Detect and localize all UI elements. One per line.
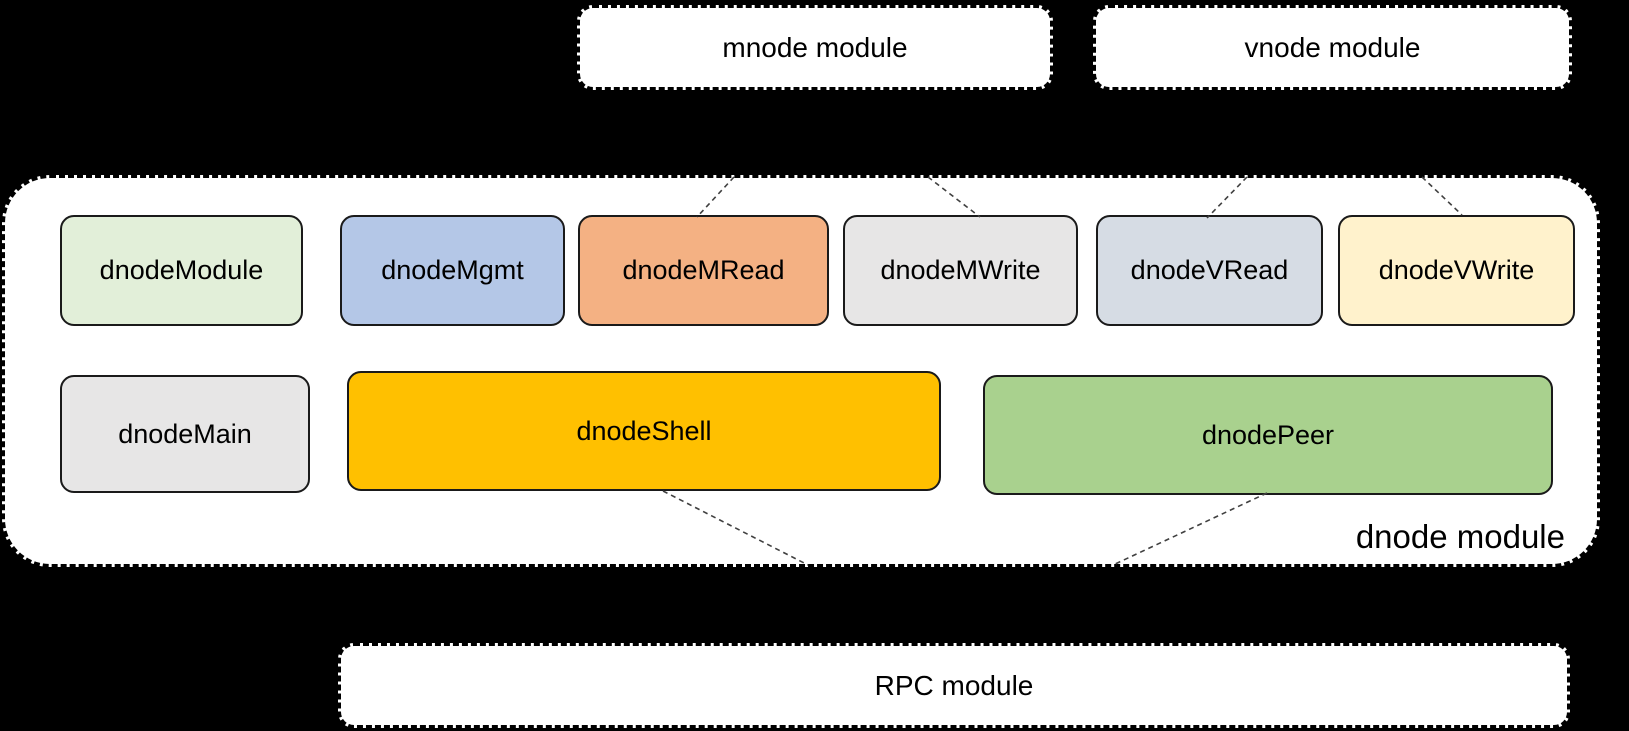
component-dnodepeer: dnodePeer <box>983 375 1553 495</box>
vnode-module-box: vnode module <box>1093 5 1572 90</box>
component-dnodepeer-label: dnodePeer <box>1201 419 1335 450</box>
component-dnodemain: dnodeMain <box>60 375 310 493</box>
dnode-module-container: dnodeModule dnodeMgmt dnodeMRead dnodeMW… <box>2 175 1600 567</box>
component-dnodemwrite: dnodeMWrite <box>843 215 1078 326</box>
mnode-module-label: mnode module <box>722 31 908 63</box>
component-dnodemgmt-label: dnodeMgmt <box>381 255 524 285</box>
component-dnodemodule: dnodeModule <box>60 215 303 326</box>
component-dnodevread-label: dnodeVRead <box>1130 255 1289 285</box>
component-dnodemread: dnodeMRead <box>578 215 829 326</box>
component-dnodemodule-label: dnodeModule <box>99 255 264 285</box>
component-dnodemwrite-label: dnodeMWrite <box>880 255 1041 285</box>
component-dnodemread-label: dnodeMRead <box>622 255 785 285</box>
component-dnodevwrite-label: dnodeVWrite <box>1378 255 1535 285</box>
component-dnodemgmt: dnodeMgmt <box>340 215 565 326</box>
dnode-module-label: dnode module <box>1355 518 1565 555</box>
component-dnodevread: dnodeVRead <box>1096 215 1323 326</box>
rpc-module-box: RPC module <box>338 643 1570 728</box>
component-dnodeshell: dnodeShell <box>347 371 941 491</box>
component-dnodevwrite: dnodeVWrite <box>1338 215 1575 326</box>
component-dnodemain-label: dnodeMain <box>118 418 252 449</box>
mnode-module-box: mnode module <box>577 5 1053 90</box>
rpc-module-label: RPC module <box>874 669 1034 701</box>
component-dnodeshell-label: dnodeShell <box>576 415 712 446</box>
vnode-module-label: vnode module <box>1244 31 1421 63</box>
